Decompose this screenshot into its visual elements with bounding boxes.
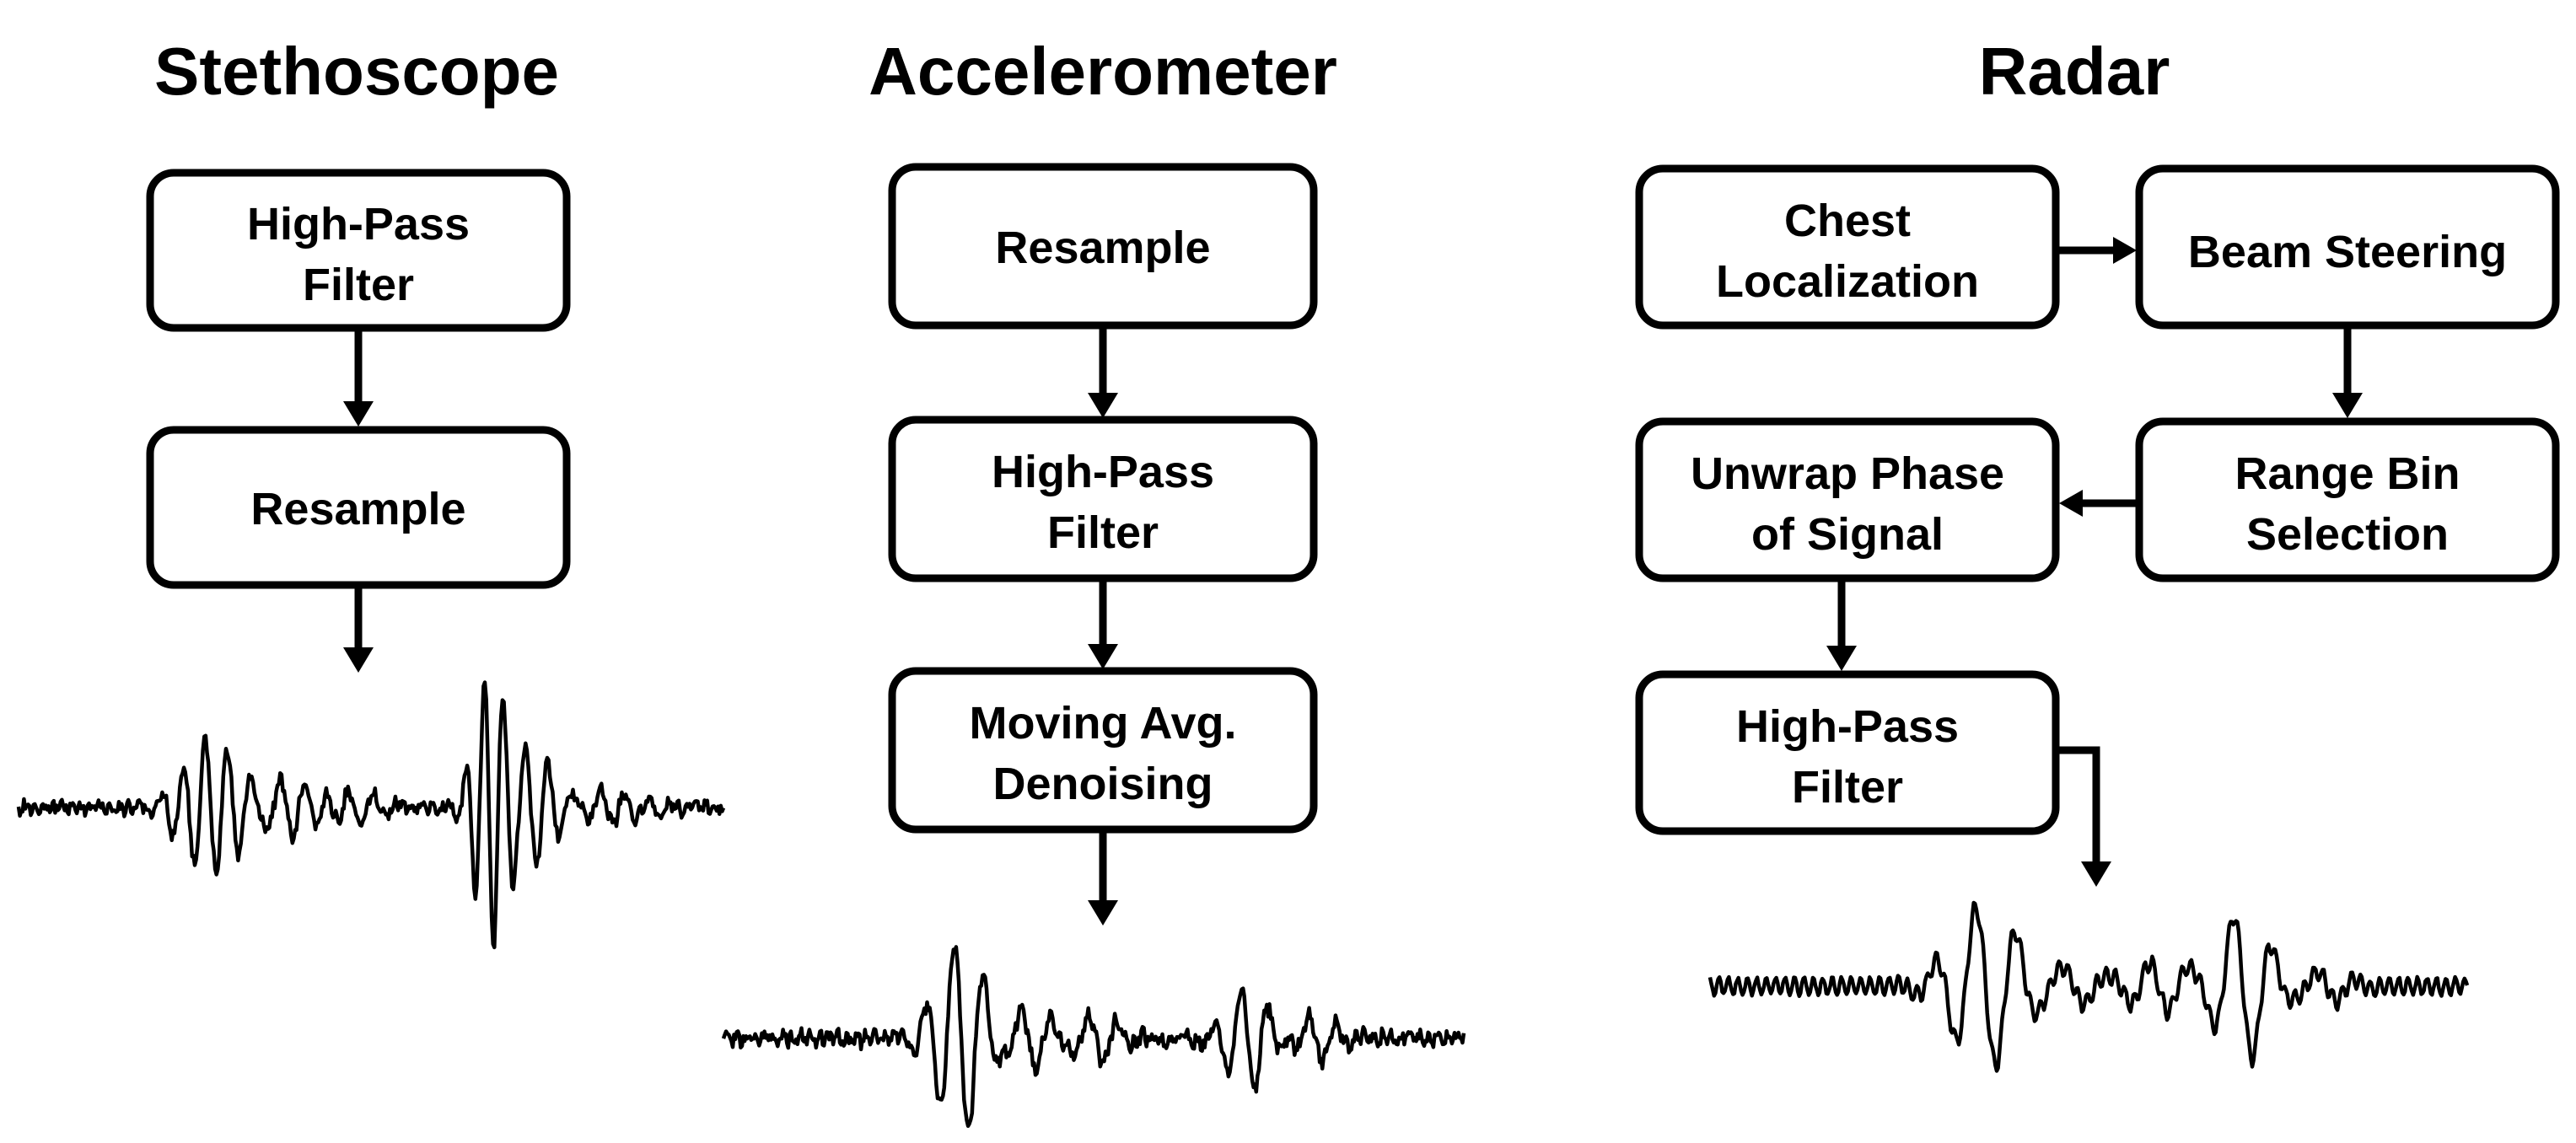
stethoscope-step-resample: Resample bbox=[146, 426, 571, 589]
step-label-line: Filter bbox=[1047, 507, 1159, 558]
arrow-connector bbox=[1088, 578, 1118, 669]
step-label-line: Range Bin bbox=[2235, 448, 2460, 499]
radar-waveform bbox=[1707, 900, 2470, 1073]
accelerometer-title: Accelerometer bbox=[869, 34, 1337, 109]
arrow-connector bbox=[2059, 490, 2139, 517]
arrow-connector bbox=[2056, 746, 2111, 887]
radar-title: Radar bbox=[1979, 34, 2170, 109]
step-label-line: Filter bbox=[1792, 762, 1903, 813]
arrow-connector bbox=[343, 328, 374, 427]
radar-step-high-pass-filter: High-Pass Filter bbox=[1635, 670, 2060, 835]
step-label-line: Chest bbox=[1784, 196, 1911, 246]
stethoscope-title: Stethoscope bbox=[154, 34, 559, 109]
accelerometer-step-moving-avg-denoising: Moving Avg. Denoising bbox=[888, 667, 1318, 834]
arrow-connector bbox=[1088, 325, 1118, 418]
radar-step-unwrap-phase: Unwrap Phase of Signal bbox=[1635, 417, 2060, 582]
step-label-line: Moving Avg. bbox=[970, 698, 1237, 749]
arrow-connector bbox=[1826, 578, 1857, 671]
arrow-connector bbox=[1088, 829, 1118, 926]
radar-step-range-bin-selection: Range Bin Selection bbox=[2135, 417, 2560, 582]
stethoscope-column: Stethoscope High-Pass Filter Resample bbox=[16, 34, 726, 950]
step-label-line: Selection bbox=[2246, 509, 2449, 560]
step-label-line: Localization bbox=[1716, 256, 1979, 307]
radar-step-chest-localization: Chest Localization bbox=[1635, 164, 2060, 330]
step-label-line: Resample bbox=[995, 223, 1210, 273]
step-label-line: Unwrap Phase bbox=[1691, 448, 2004, 499]
accelerometer-step-high-pass-filter: High-Pass Filter bbox=[888, 416, 1318, 582]
step-label-line: High-Pass bbox=[992, 447, 1214, 497]
stethoscope-step-high-pass-filter: High-Pass Filter bbox=[146, 169, 571, 332]
step-label-line: Denoising bbox=[992, 759, 1213, 809]
step-label-line: High-Pass bbox=[1736, 701, 1959, 752]
radar-step-beam-steering: Beam Steering bbox=[2135, 164, 2560, 330]
radar-column: Radar Chest Localization Beam Steering R… bbox=[1635, 34, 2560, 1073]
step-label-line: Beam Steering bbox=[2188, 227, 2507, 277]
step-label-line: Resample bbox=[250, 484, 465, 534]
step-label-line: of Signal bbox=[1751, 509, 1944, 560]
accelerometer-waveform bbox=[721, 945, 1466, 1129]
arrow-connector bbox=[2056, 237, 2137, 264]
arrow-connector bbox=[343, 585, 374, 673]
step-label-line: Filter bbox=[303, 260, 414, 310]
heart-sound-waveform bbox=[16, 680, 726, 950]
accelerometer-column: Accelerometer Resample High-Pass Filter … bbox=[721, 34, 1466, 1129]
accelerometer-step-resample: Resample bbox=[888, 163, 1318, 330]
step-label-line: High-Pass bbox=[247, 199, 470, 250]
arrow-connector bbox=[2332, 325, 2363, 418]
